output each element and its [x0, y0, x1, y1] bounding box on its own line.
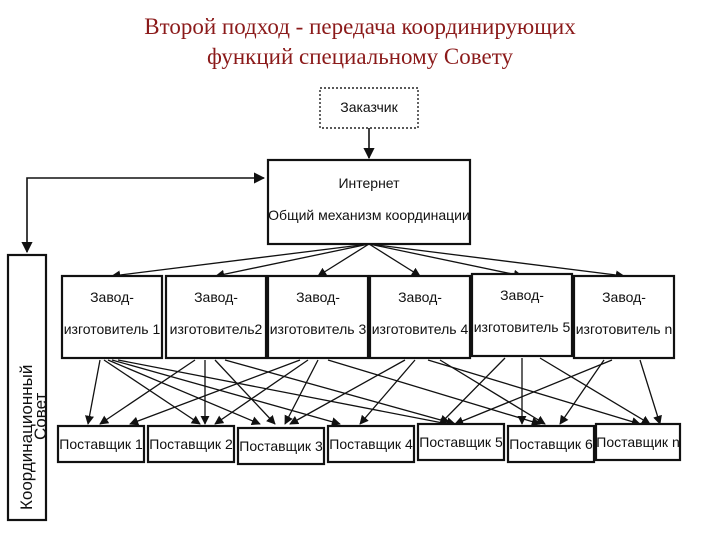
arrow-to-manufacturer-4 [368, 243, 421, 277]
supplier-node-2: Поставщик 2 [146, 424, 236, 464]
manufacturer-label-line1: Завод- [398, 289, 442, 305]
council-node: Координационный Совет [6, 253, 50, 522]
supplier-node-1: Поставщик 1 [56, 424, 146, 464]
arrow-manufacturer-to-supplier [359, 359, 416, 425]
coordination-label-line1: Интернет [338, 175, 400, 191]
arrow-manufacturer-to-supplier [284, 359, 319, 425]
supplier-label: Поставщик 5 [419, 434, 503, 450]
slide-title-line2: функций специальному Совету [207, 44, 513, 69]
manufacturer-label-line1: Завод- [296, 289, 340, 305]
manufacturer-label-line1: Завод- [500, 287, 544, 303]
coordination-label-line2: Общий механизм координации [268, 207, 470, 223]
manufacturer-label-line1: Завод- [90, 289, 134, 305]
arrow-to-manufacturer-5 [368, 243, 523, 279]
arrow-manufacturer-to-supplier [129, 359, 301, 426]
arrow-manufacturer-to-supplier [107, 359, 261, 426]
manufacturer-node-5: Завод- изготовитель 5 [470, 272, 574, 358]
arrow-manufacturer-to-supplier [559, 359, 605, 425]
manufacturer-label-line2: изготовитель2 [170, 321, 263, 337]
supplier-node-4: Поставщик 4 [326, 424, 416, 464]
arrow-manufacturer-to-supplier [439, 357, 506, 425]
coordination-to-manufacturer-arrows [111, 243, 625, 280]
supplier-label: Поставщик 4 [329, 436, 413, 452]
council-label-line2: Совет [31, 393, 50, 440]
arrow-manufacturer-to-supplier [85, 359, 101, 425]
arrow-to-manufacturer-2 [215, 243, 370, 279]
manufacturer-label-line2: изготовитель 5 [474, 319, 571, 335]
supplier-label: Поставщик 3 [239, 438, 323, 454]
supplier-node-3: Поставщик 3 [236, 426, 326, 466]
manufacturer-label-line1: Завод- [602, 289, 646, 305]
arrow-manufacturer-to-supplier [117, 359, 449, 427]
arrow-manufacturer-to-supplier [327, 359, 541, 426]
slide-title-line1: Второй подход - передача координирующих [144, 14, 576, 39]
arrow-to-manufacturer-n [368, 243, 625, 280]
arrow-manufacturer-to-supplier [454, 359, 613, 426]
manufacturer-label-line1: Завод- [194, 289, 238, 305]
supplier-node-n: Поставщик n [594, 422, 682, 462]
coordination-node: Интернет Общий механизм координации [266, 158, 472, 246]
arrow-council-coordination [21, 172, 266, 254]
manufacturer-node-4: Завод- изготовитель 4 [368, 274, 472, 360]
arrow-manufacturer-to-supplier [224, 359, 456, 427]
manufacturer-label-line2: изготовитель 1 [64, 321, 161, 337]
customer-node: Заказчик [319, 87, 419, 129]
supplier-label: Поставщик n [596, 434, 679, 450]
manufacturer-label-line2: изготовитель n [576, 321, 673, 337]
manufacturer-node-1: Завод- изготовитель 1 [60, 274, 164, 360]
arrow-manufacturer-to-supplier [99, 359, 196, 425]
slide-title: Второй подход - передача координирующих … [0, 12, 720, 72]
manufacturer-node-2: Завод- изготовитель2 [164, 274, 268, 360]
arrow-manufacturer-to-supplier [214, 359, 276, 425]
supplier-node-6: Поставщик 6 [506, 424, 596, 464]
arrow-manufacturer-to-supplier [289, 359, 406, 425]
supplier-node-5: Поставщик 5 [416, 422, 506, 462]
manufacturer-node-3: Завод- изготовитель 3 [266, 274, 370, 360]
manufacturer-label-line2: изготовитель 4 [372, 321, 469, 337]
supplier-label: Поставщик 1 [59, 436, 143, 452]
council-label-line1: Координационный [17, 365, 36, 510]
arrow-manufacturer-to-supplier [439, 359, 546, 425]
supplier-row: Поставщик 1 Поставщик 2 Поставщик 3 Пост… [56, 422, 682, 466]
arrow-manufacturer-to-supplier [214, 359, 309, 425]
manufacturer-node-n: Завод- изготовитель n [572, 274, 676, 360]
manufacturer-to-supplier-arrows [85, 357, 662, 427]
manufacturer-row: Завод- изготовитель 1 Завод- изготовител… [60, 272, 676, 360]
customer-label: Заказчик [340, 99, 398, 115]
arrow-manufacturer-to-supplier [111, 359, 341, 427]
supplier-label: Поставщик 6 [509, 436, 593, 452]
manufacturer-label-line2: изготовитель 3 [270, 321, 367, 337]
arrow-to-manufacturer-3 [317, 243, 370, 277]
arrow-manufacturer-to-supplier [639, 359, 662, 425]
supplier-label: Поставщик 2 [149, 436, 233, 452]
arrow-manufacturer-to-supplier [539, 357, 651, 425]
arrow-to-manufacturer-1 [111, 243, 370, 280]
arrow-manufacturer-to-supplier [103, 359, 201, 425]
